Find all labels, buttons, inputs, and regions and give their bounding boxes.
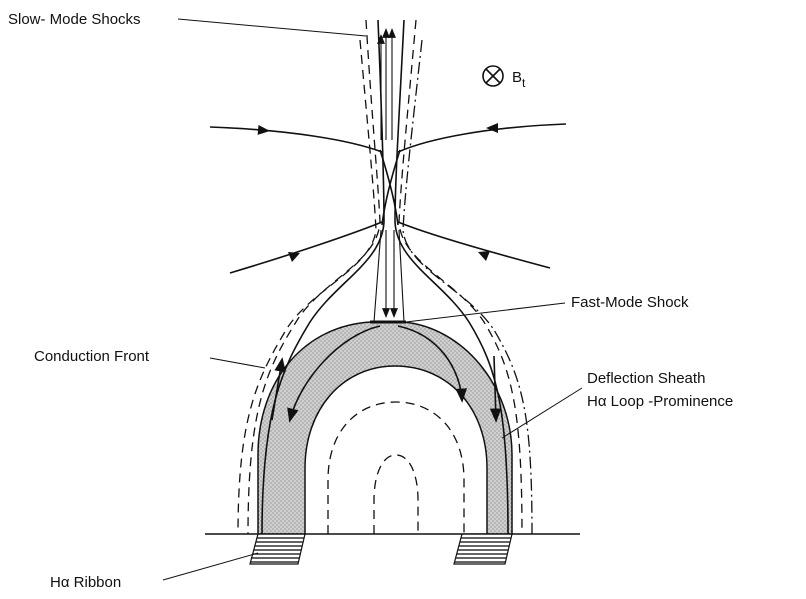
label-bt-symbol: Bt <box>512 69 526 90</box>
label-bt-subscript: t <box>522 76 526 90</box>
leader-deflection-sheath <box>501 387 583 439</box>
conduction-front-right-dashdot <box>402 39 533 535</box>
label-slow-mode-shocks: Slow- Mode Shocks <box>8 11 141 28</box>
label-deflection-sheath: Deflection Sheath <box>587 370 705 387</box>
leader-slow-mode-shocks <box>177 18 367 37</box>
outflow-down-line-left <box>373 229 382 323</box>
inflow-arrow-top-left <box>257 124 270 135</box>
label-conduction-front: Conduction Front <box>34 348 150 365</box>
conduction-front-left-outer <box>237 39 377 535</box>
label-fast-mode-shock: Fast-Mode Shock <box>571 294 689 311</box>
ha-ribbon-left <box>249 533 306 565</box>
label-ha-loop-prominence: Hα Loop -Prominence <box>587 393 733 410</box>
label-bt-main: B <box>512 69 522 86</box>
inflow-line-bottom-right <box>397 221 551 269</box>
leader-ha-ribbon <box>162 552 259 581</box>
x-point-line-1 <box>379 149 399 226</box>
leader-fast-mode-shock <box>405 302 566 323</box>
conduction-arrow-left <box>271 357 286 421</box>
inner-loop-dashed-1 <box>327 401 465 534</box>
inflow-arrow-top-right <box>486 123 498 133</box>
inflow-line-top-left <box>209 126 383 153</box>
x-point-line-2 <box>381 149 401 226</box>
conduction-front-left <box>247 19 381 535</box>
label-ha-ribbon: Hα Ribbon <box>50 574 121 591</box>
bt-field-symbol <box>482 65 504 87</box>
inflow-line-bottom-left <box>229 221 383 274</box>
separatrix-right <box>394 19 509 535</box>
inflow-arrow-bottom-right <box>478 251 490 261</box>
inflow-arrow-bottom-left <box>288 252 300 262</box>
conduction-front-right <box>398 19 523 535</box>
inner-loop-dashed-2 <box>373 454 419 534</box>
loop-flow-arrow-right <box>397 325 467 403</box>
conduction-arrow-right <box>489 355 502 423</box>
ha-ribbon-right <box>453 533 513 565</box>
outflow-down-line-right <box>398 229 405 323</box>
leader-conduction-front <box>209 357 266 369</box>
loop-flow-arrow-left <box>287 325 381 423</box>
loop-prominence-band <box>257 321 513 535</box>
inflow-line-top-right <box>397 123 567 153</box>
